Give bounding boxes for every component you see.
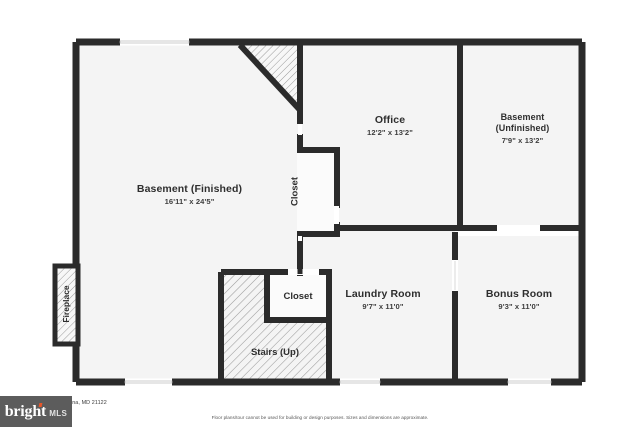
door-openings xyxy=(298,124,540,291)
window-bottom-1 xyxy=(124,378,173,386)
disclaimer-text: Floor plans/tour cannot be used for buil… xyxy=(211,415,429,420)
fireplace-hatch xyxy=(57,268,76,342)
closet-upper-fill xyxy=(297,150,337,232)
logo-mls-label: MLS xyxy=(49,408,68,418)
closet-lower-fill xyxy=(267,272,329,320)
fireplace-walls xyxy=(52,263,81,347)
window-top xyxy=(119,38,190,46)
bright-mls-logo: bright MLS xyxy=(0,396,72,427)
closet-lower-door xyxy=(288,269,319,275)
property-address: dena, MD 21122 xyxy=(66,400,107,406)
window-bottom-3 xyxy=(507,378,552,386)
window-bottom-2 xyxy=(339,378,381,386)
windows xyxy=(119,38,552,386)
logo-brand-text: bright xyxy=(4,402,47,420)
stairs-walls xyxy=(218,269,332,382)
logo-brand-label: bright xyxy=(4,402,47,420)
footer-band xyxy=(0,392,640,427)
closet-upper-door xyxy=(334,206,339,224)
exterior-walls xyxy=(72,38,586,386)
closet-lower-walls xyxy=(264,269,332,323)
